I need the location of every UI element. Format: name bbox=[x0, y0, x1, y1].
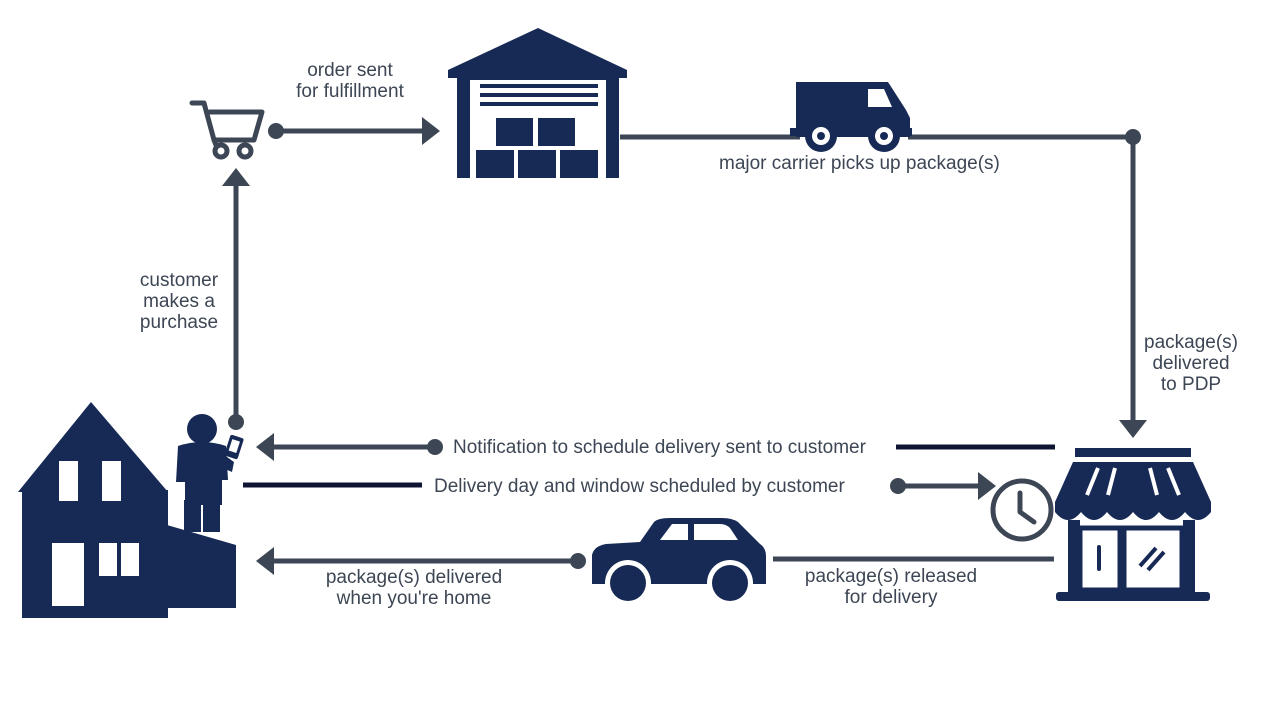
arrowhead-cart bbox=[222, 168, 250, 186]
arrowhead-notification bbox=[256, 433, 274, 461]
arrowhead-clock bbox=[978, 472, 996, 500]
label-carrier-pickup: major carrier picks up package(s) bbox=[719, 153, 1000, 174]
label-purchase-line-2: makes a bbox=[143, 291, 215, 312]
label-purchase: customer makes a purchase bbox=[126, 270, 232, 333]
label-released-line-2: for delivery bbox=[844, 587, 938, 608]
connector-dot-notification bbox=[427, 439, 443, 455]
house-icon bbox=[18, 402, 236, 618]
arrowhead-store bbox=[1119, 420, 1147, 438]
label-delivered-pdp: package(s) delivered to PDP bbox=[1133, 332, 1249, 395]
label-notification: Notification to schedule delivery sent t… bbox=[453, 437, 866, 458]
connector-dot-scheduled bbox=[890, 478, 906, 494]
label-purchase-line-1: customer bbox=[139, 270, 219, 291]
clock-icon bbox=[989, 477, 1055, 543]
label-scheduled: Delivery day and window scheduled by cus… bbox=[434, 476, 845, 497]
label-delivered-home-line-1: package(s) delivered bbox=[325, 567, 503, 588]
cart-icon bbox=[189, 100, 265, 160]
connector-dot-cart bbox=[268, 123, 284, 139]
car-icon bbox=[592, 518, 766, 606]
customer-with-phone-icon bbox=[176, 414, 244, 532]
label-released-line-1: package(s) released bbox=[804, 566, 978, 587]
warehouse-icon bbox=[448, 28, 627, 178]
storefront-icon bbox=[1055, 448, 1211, 601]
arrowhead-warehouse bbox=[422, 117, 440, 145]
label-order-sent-line-2: for fulfillment bbox=[296, 81, 404, 102]
label-order-sent-line-1: order sent bbox=[307, 60, 393, 81]
truck-icon bbox=[790, 82, 912, 152]
label-released: package(s) released for delivery bbox=[786, 566, 996, 608]
label-order-sent: order sent for fulfillment bbox=[290, 60, 410, 102]
label-delivered-home: package(s) delivered when you're home bbox=[306, 567, 522, 609]
connector-dot-car bbox=[570, 553, 586, 569]
connectors bbox=[222, 117, 1147, 575]
arrowhead-house bbox=[256, 547, 274, 575]
label-delivered-pdp-line-2: delivered bbox=[1152, 353, 1230, 374]
label-delivered-home-line-2: when you're home bbox=[336, 588, 492, 609]
label-delivered-pdp-line-3: to PDP bbox=[1160, 374, 1222, 395]
label-purchase-line-3: purchase bbox=[139, 312, 219, 333]
label-delivered-pdp-line-1: package(s) bbox=[1144, 332, 1238, 353]
connector-dot-customer bbox=[228, 414, 244, 430]
